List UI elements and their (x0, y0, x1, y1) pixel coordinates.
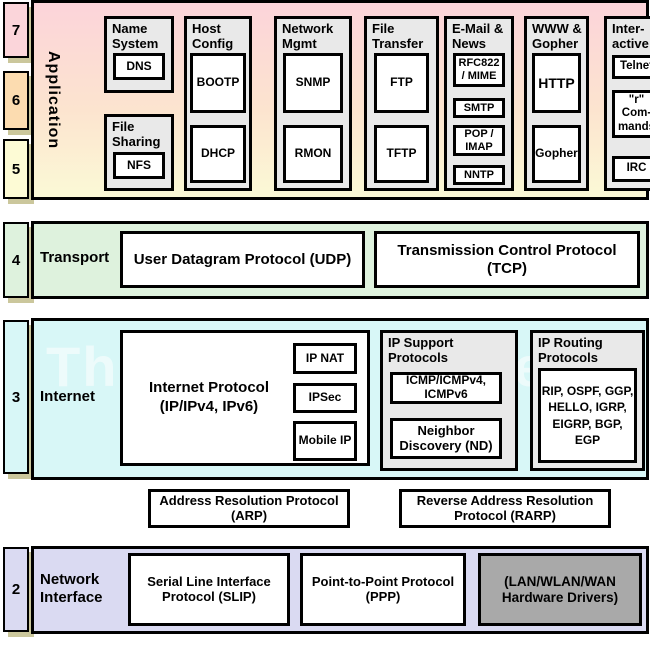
tcp-protocol-box: Transmission Control Protocol (TCP) (374, 231, 640, 288)
bootp-protocol-box: BOOTP (190, 53, 246, 113)
mobile-ip-protocol-box: Mobile IP (293, 421, 357, 461)
name-system-group: Name System DNS (104, 16, 174, 93)
tftp-protocol-box: TFTP (374, 125, 429, 183)
slip-protocol-box: Serial Line Interface Protocol (SLIP) (128, 553, 290, 626)
rmon-protocol-box: RMON (283, 125, 343, 183)
osi-layer-2-badge: 2 (3, 547, 29, 632)
smtp-protocol-box: SMTP (453, 98, 505, 118)
transport-layer-label: Transport (40, 249, 110, 266)
ip-support-protocols-header: IP Support Protocols (388, 335, 454, 365)
file-transfer-header: File Transfer (372, 21, 424, 51)
icmp-protocol-box: ICMP/ICMPv4, ICMPv6 (390, 372, 502, 404)
email-news-header: E-Mail & News (452, 21, 504, 51)
host-config-group: Host Config BOOTP DHCP (184, 16, 252, 191)
telnet-protocol-box: Telnet (612, 55, 650, 79)
neighbor-discovery-protocol-box: Neighbor Discovery (ND) (390, 418, 502, 459)
file-sharing-group: File Sharing NFS (104, 114, 174, 191)
network-mgmt-header: Network Mgmt (282, 21, 334, 51)
osi-layer-3-badge: 3 (3, 320, 29, 474)
rfc822-mime-protocol-box: RFC822 / MIME (453, 53, 505, 87)
application-layer-label: Application (45, 50, 62, 150)
interactive-group: Inter-active Telnet "r" Com-mands IRC (604, 16, 650, 191)
nfs-protocol-box: NFS (113, 152, 165, 179)
osi-layer-6-badge: 6 (3, 71, 29, 130)
arp-protocol-box: Address Resolution Protocol (ARP) (148, 489, 350, 528)
ip-protocol-box: Internet Protocol (IP/IPv4, IPv6) IP NAT… (120, 330, 370, 466)
dns-protocol-box: DNS (113, 53, 165, 80)
ip-protocol-label: Internet Protocol (IP/IPv4, IPv6) (148, 379, 269, 415)
file-transfer-group: File Transfer FTP TFTP (364, 16, 439, 191)
snmp-protocol-box: SNMP (283, 53, 343, 113)
ipsec-protocol-box: IPSec (293, 383, 357, 413)
ip-support-protocols-group: IP Support Protocols ICMP/ICMPv4, ICMPv6… (380, 330, 518, 471)
http-protocol-box: HTTP (532, 53, 581, 113)
network-interface-layer-label: Network Interface (40, 571, 103, 606)
application-layer-band: Application Name System DNS File Sharing… (31, 0, 650, 200)
osi-layer-4-badge: 4 (3, 222, 29, 298)
email-news-group: E-Mail & News RFC822 / MIME SMTP POP / I… (444, 16, 514, 191)
ip-routing-protocols-group: IP Routing Protocols RIP, OSPF, GGP, HEL… (530, 330, 645, 471)
routing-protocols-list-box: RIP, OSPF, GGP, HELLO, IGRP, EIGRP, BGP,… (538, 368, 637, 463)
ftp-protocol-box: FTP (374, 53, 429, 113)
rarp-protocol-box: Reverse Address Resolution Protocol (RAR… (399, 489, 611, 528)
dhcp-protocol-box: DHCP (190, 125, 246, 183)
irc-protocol-box: IRC (612, 156, 650, 182)
file-sharing-header: File Sharing (112, 119, 161, 149)
udp-protocol-box: User Datagram Protocol (UDP) (120, 231, 365, 288)
internet-layer-label: Internet (40, 388, 96, 405)
r-commands-protocol-box: "r" Com-mands (612, 90, 650, 138)
hardware-drivers-box: (LAN/WLAN/WAN Hardware Drivers) (478, 553, 642, 626)
ip-nat-protocol-box: IP NAT (293, 343, 357, 374)
ppp-protocol-box: Point-to-Point Protocol (PPP) (300, 553, 466, 626)
interactive-header: Inter-active (612, 21, 649, 51)
www-gopher-header: WWW & Gopher (532, 21, 582, 51)
network-mgmt-group: Network Mgmt SNMP RMON (274, 16, 352, 191)
nntp-protocol-box: NNTP (453, 165, 505, 185)
osi-layer-7-badge: 7 (3, 2, 29, 58)
www-gopher-group: WWW & Gopher HTTP Gopher (524, 16, 589, 191)
pop-imap-protocol-box: POP / IMAP (453, 125, 505, 156)
gopher-protocol-box: Gopher (532, 125, 581, 183)
name-system-header: Name System (112, 21, 159, 51)
ip-routing-protocols-header: IP Routing Protocols (538, 335, 603, 365)
host-config-header: Host Config (192, 21, 234, 51)
osi-layer-5-badge: 5 (3, 139, 29, 199)
